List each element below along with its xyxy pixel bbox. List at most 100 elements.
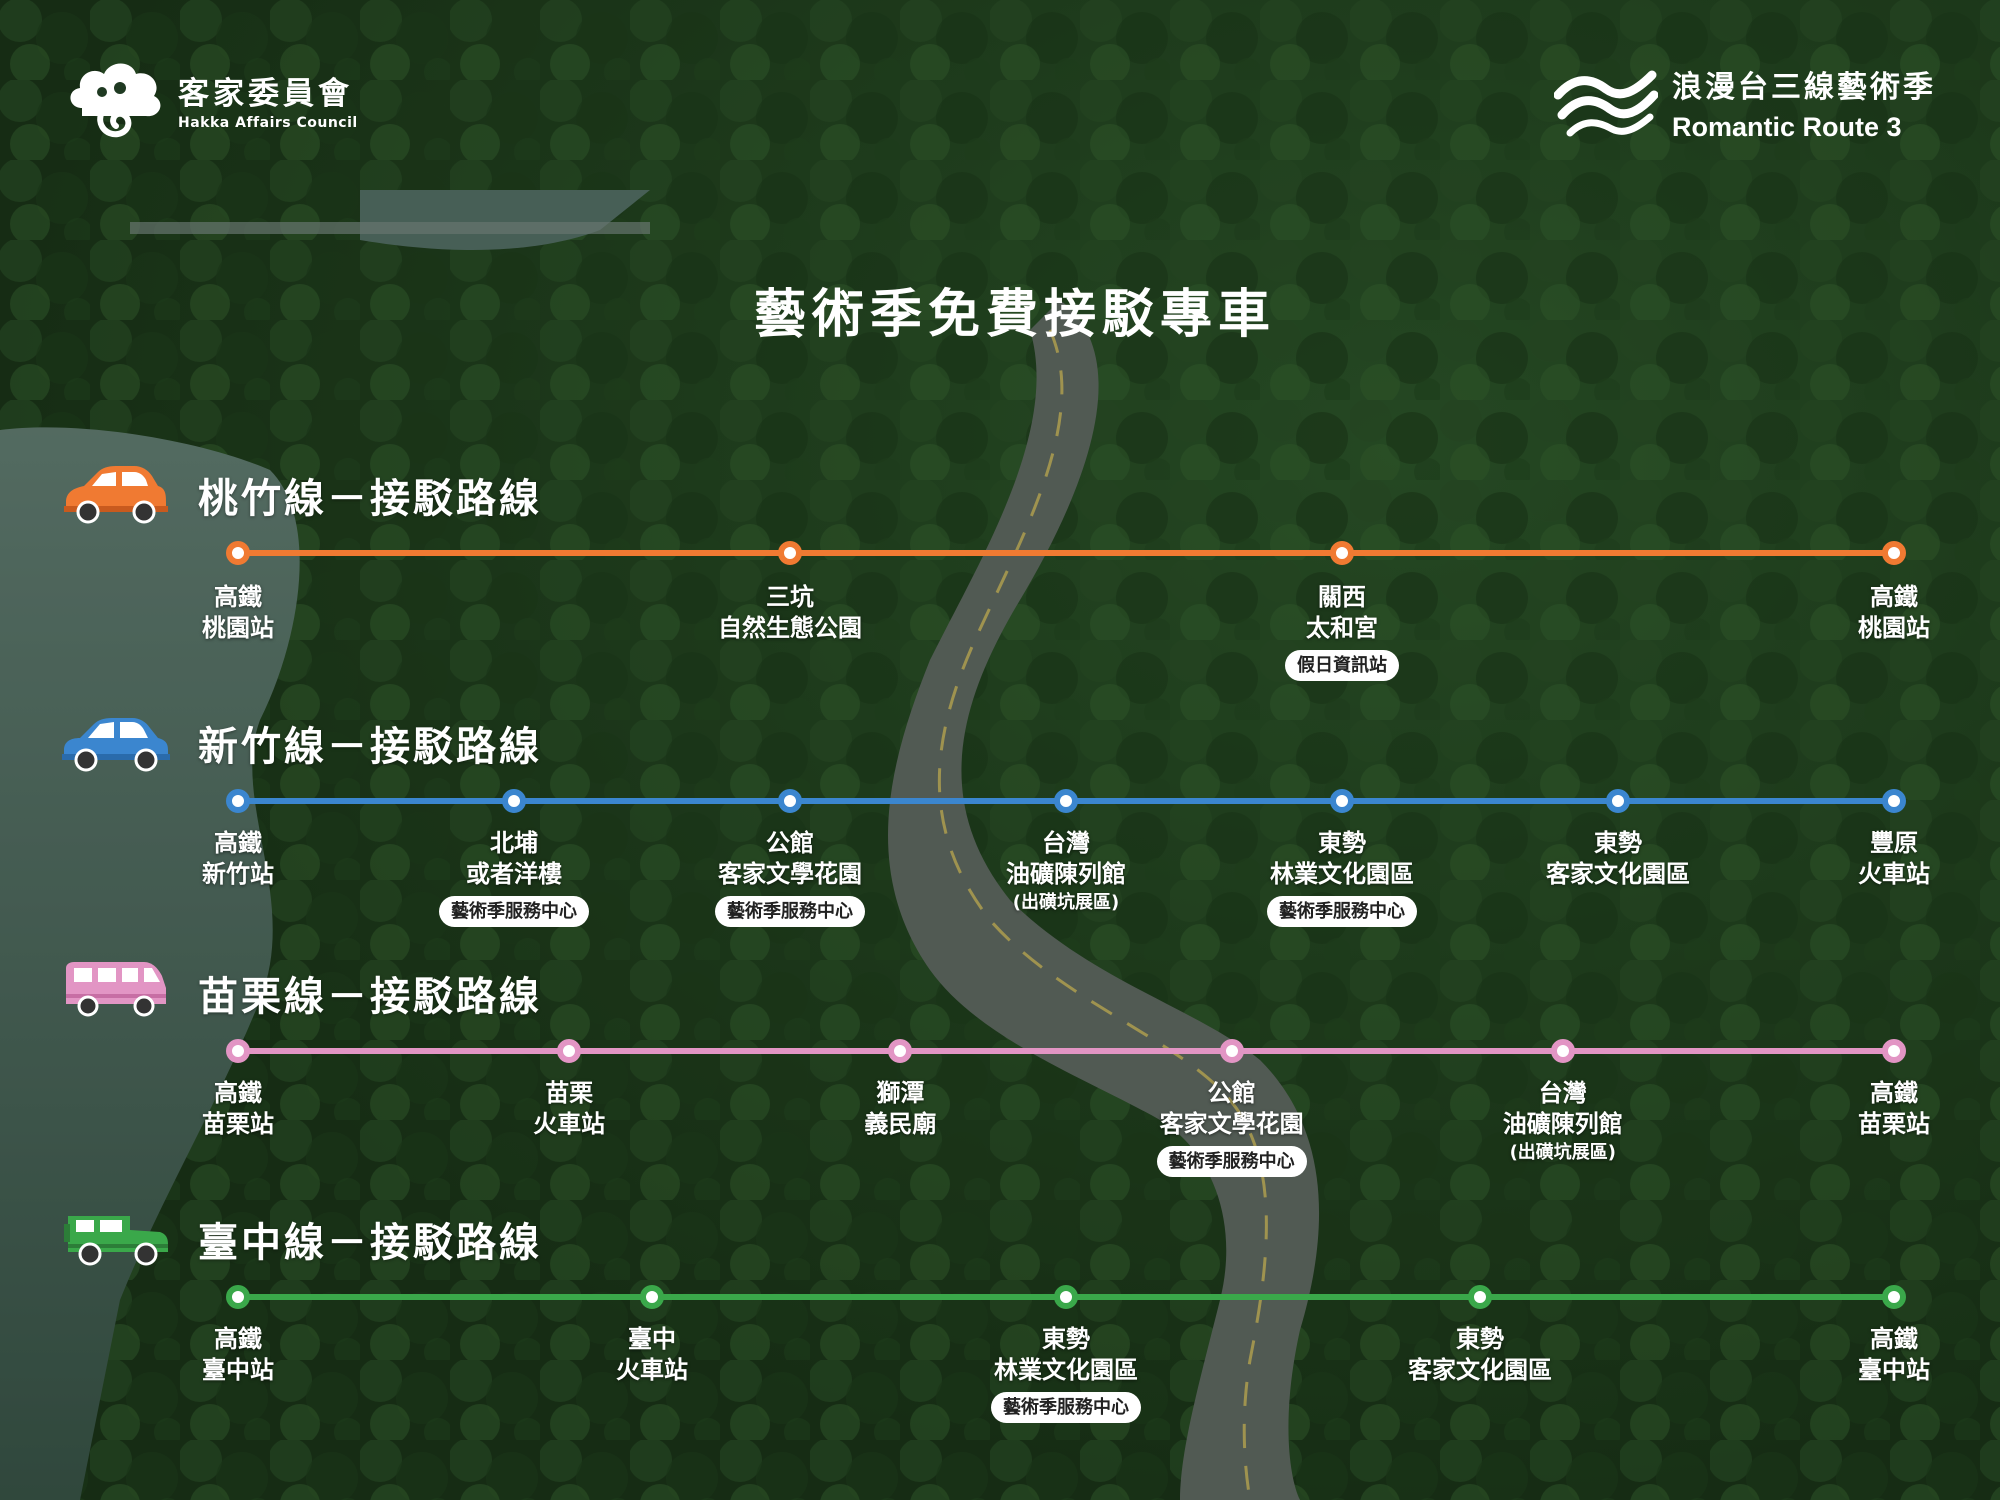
stop-name-line: 苗栗站 xyxy=(202,1110,274,1138)
stop-name-line: 義民廟 xyxy=(864,1110,937,1138)
org-name-chinese: 客家委員會 xyxy=(178,75,353,112)
stop-name-line: 公館 xyxy=(766,829,814,857)
stop-marker xyxy=(1054,1285,1078,1309)
stop-name-line: 客家文化園區 xyxy=(1408,1356,1552,1384)
stop-note: (出磺坑展區) xyxy=(1012,892,1120,913)
stop-name-line: 三坑 xyxy=(766,583,814,611)
stop-name-line: 公館 xyxy=(1207,1079,1256,1107)
stop-name-line: 東勢 xyxy=(1318,829,1366,857)
stop-name-line: 臺中站 xyxy=(202,1356,274,1384)
stop-label: 高鐵臺中站 xyxy=(1774,1324,2000,1386)
stop-name-line: 關西 xyxy=(1318,583,1366,611)
stop-name-line: 高鐵 xyxy=(1870,1079,1918,1107)
stop-marker xyxy=(1330,789,1354,813)
route-miaoli: 苗栗線－接駁路線 高鐵苗栗站苗栗火車站獅潭義民廟公館客家文學花園藝術季服務中心台… xyxy=(0,958,2000,1188)
hakka-cloud-icon xyxy=(70,63,161,138)
stop-marker xyxy=(888,1039,913,1063)
service-center-badge: 假日資訊站 xyxy=(1285,650,1399,681)
stop-name-line: 高鐵 xyxy=(214,1079,262,1107)
stop-marker xyxy=(1330,541,1354,565)
stop-name-line: 桃園站 xyxy=(202,614,274,642)
festival-name-chinese: 浪漫台三線藝術季 xyxy=(1672,70,1936,105)
stop-name-line: 客家文學花園 xyxy=(1159,1110,1304,1138)
stop-label: 三坑自然生態公園 xyxy=(670,582,910,644)
stop-name-line: 臺中站 xyxy=(1858,1356,1930,1384)
waves-icon xyxy=(1554,70,1658,136)
stop-name-line: 油礦陳列館 xyxy=(1006,860,1126,888)
festival-name-english: Romantic Route 3 xyxy=(1672,112,1902,142)
service-center-badge: 藝術季服務中心 xyxy=(1267,896,1417,927)
stop-label: 獅潭義民廟 xyxy=(780,1078,1020,1140)
route-title: 臺中線－接駁路線 xyxy=(198,1220,542,1266)
stop-label: 臺中火車站 xyxy=(532,1324,772,1386)
hakka-council-logo: 客家委員會 Hakka Affairs Council xyxy=(62,56,358,142)
stop-label: 公館客家文學花園藝術季服務中心 xyxy=(1112,1078,1352,1177)
stop-name-line: 苗栗站 xyxy=(1858,1110,1930,1138)
pink-van-icon xyxy=(66,962,166,1017)
stop-name-line: 臺中 xyxy=(628,1325,676,1353)
stop-name-line: 北埔 xyxy=(490,829,538,857)
route-line xyxy=(238,550,1894,556)
stop-label: 東勢林業文化園區藝術季服務中心 xyxy=(946,1324,1186,1423)
service-center-badge: 藝術季服務中心 xyxy=(439,896,589,927)
stop-marker xyxy=(1882,541,1906,565)
stop-marker xyxy=(1882,1039,1906,1063)
stop-marker xyxy=(1468,1285,1492,1309)
green-jeep-icon xyxy=(64,1216,168,1266)
stop-marker xyxy=(640,1285,664,1309)
stop-name-line: 東勢 xyxy=(1456,1325,1504,1353)
stop-name-line: 桃園站 xyxy=(1858,614,1930,642)
stop-label: 苗栗火車站 xyxy=(449,1078,689,1140)
stop-marker xyxy=(778,789,802,813)
stop-name-line: 高鐵 xyxy=(214,829,262,857)
stop-marker xyxy=(557,1039,582,1063)
service-center-badge: 藝術季服務中心 xyxy=(1156,1146,1307,1177)
stop-label: 高鐵桃園站 xyxy=(1774,582,2000,644)
route-title: 桃竹線－接駁路線 xyxy=(198,476,542,522)
stop-name-line: 火車站 xyxy=(1858,860,1930,888)
stop-name-line: 客家文化園區 xyxy=(1546,860,1690,888)
stop-marker xyxy=(226,1039,250,1063)
org-name-english: Hakka Affairs Council xyxy=(178,114,358,131)
blue-car-icon xyxy=(62,718,170,772)
stop-name-line: 油礦陳列館 xyxy=(1502,1110,1623,1138)
stop-name-line: 高鐵 xyxy=(1870,583,1918,611)
stop-name-line: 客家文學花園 xyxy=(718,860,862,888)
stop-name-line: 或者洋樓 xyxy=(466,860,562,888)
service-center-badge: 藝術季服務中心 xyxy=(991,1392,1141,1423)
stop-label: 高鐵新竹站 xyxy=(118,828,358,890)
stop-label: 東勢林業文化園區藝術季服務中心 xyxy=(1222,828,1462,927)
route-hsinchu: 新竹線－接駁路線 高鐵新竹站北埔或者洋樓藝術季服務中心公館客家文學花園藝術季服務… xyxy=(0,710,2000,940)
stop-marker xyxy=(502,789,526,813)
stop-marker xyxy=(1882,789,1906,813)
service-center-badge: 藝術季服務中心 xyxy=(715,896,865,927)
stop-marker xyxy=(1882,1285,1906,1309)
stop-label: 台灣油礦陳列館 (出磺坑展區) xyxy=(946,828,1186,916)
stop-marker xyxy=(1219,1039,1244,1063)
stop-name-line: 高鐵 xyxy=(214,583,262,611)
stop-marker xyxy=(226,789,250,813)
route-line xyxy=(238,1048,1894,1054)
stop-marker xyxy=(226,1285,250,1309)
stop-marker xyxy=(1054,789,1078,813)
route-taozhu: 桃竹線－接駁路線 高鐵桃園站三坑自然生態公園關西太和宮假日資訊站高鐵桃園站 xyxy=(0,462,2000,682)
stop-marker xyxy=(226,541,250,565)
stop-name-line: 高鐵 xyxy=(214,1325,262,1353)
stop-name-line: 台灣 xyxy=(1042,829,1090,857)
stop-name-line: 火車站 xyxy=(616,1356,688,1384)
stop-marker xyxy=(778,541,802,565)
stop-label: 東勢客家文化園區 xyxy=(1498,828,1738,890)
romantic-route-logo: 浪漫台三線藝術季 Romantic Route 3 xyxy=(1554,62,1936,143)
route-taichung: 臺中線－接駁路線 高鐵臺中站臺中火車站東勢林業文化園區藝術季服務中心東勢客家文化… xyxy=(0,1206,2000,1446)
stop-name-line: 自然生態公園 xyxy=(718,614,862,642)
stop-note: (出磺坑展區) xyxy=(1509,1142,1617,1163)
stop-label: 公館客家文學花園藝術季服務中心 xyxy=(670,828,910,927)
stop-label: 高鐵苗栗站 xyxy=(118,1078,358,1140)
stop-name-line: 獅潭 xyxy=(876,1079,925,1107)
stop-label: 高鐵臺中站 xyxy=(118,1324,358,1386)
stop-label: 台灣油礦陳列館(出磺坑展區) xyxy=(1443,1078,1683,1166)
stop-name-line: 東勢 xyxy=(1594,829,1642,857)
stop-name-line: 新竹站 xyxy=(202,860,274,888)
